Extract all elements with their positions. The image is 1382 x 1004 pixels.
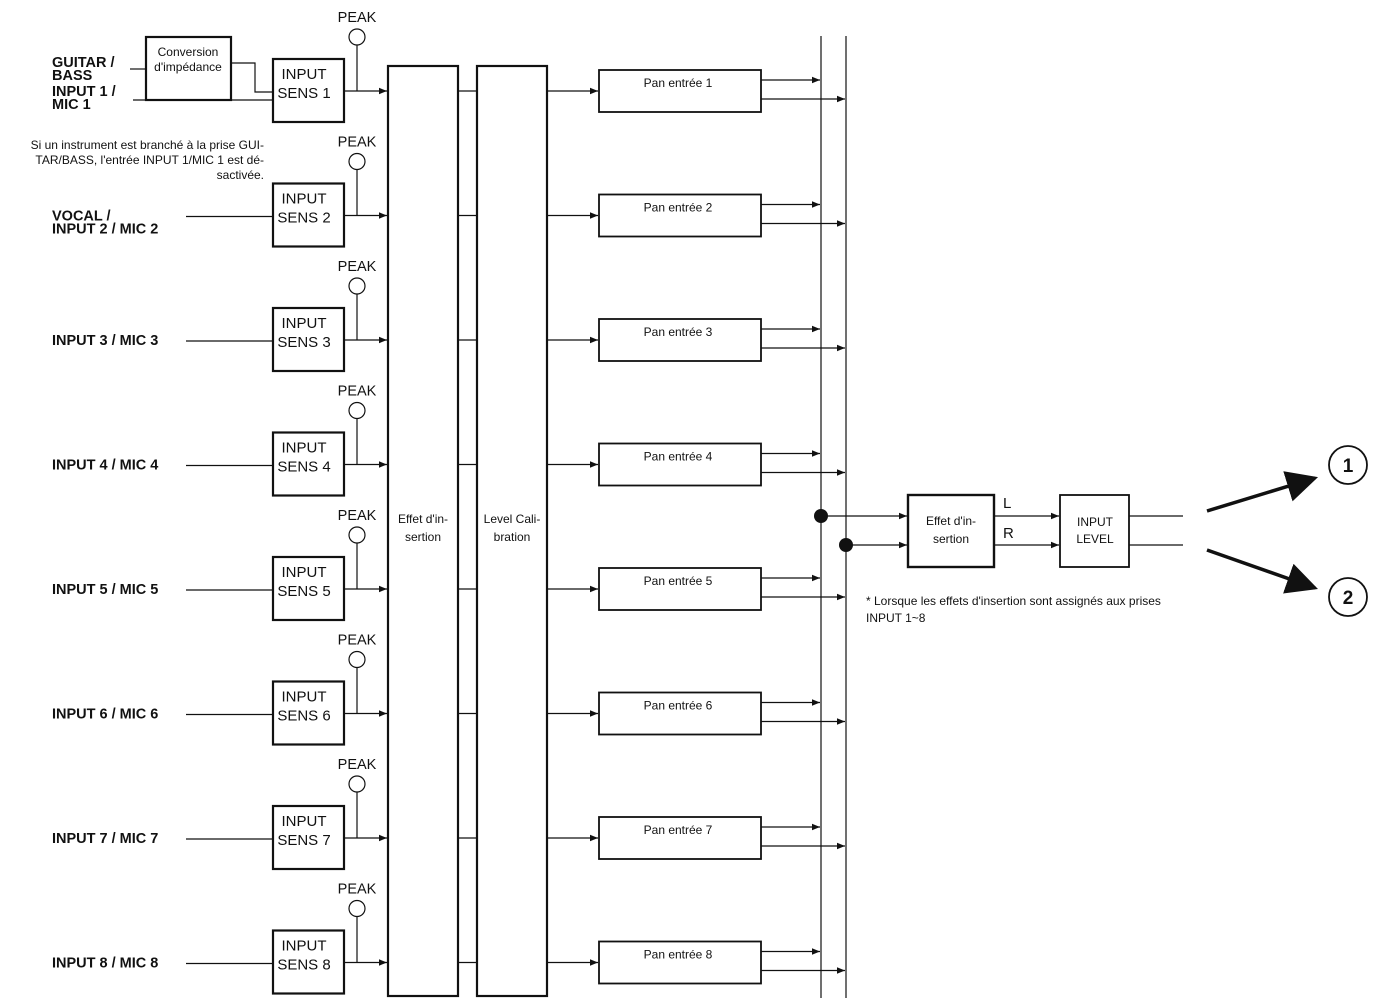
peak-label-3: PEAK xyxy=(338,259,377,275)
output-circle-2 xyxy=(1328,577,1368,617)
pan-box-5 xyxy=(598,567,762,611)
guitar-label-line1: GUITAR / xyxy=(52,55,115,71)
output-arrow-1 xyxy=(1206,471,1319,513)
conversion-label-line1: Conversion xyxy=(158,45,219,59)
level-calibration-block xyxy=(475,64,549,998)
pan-label-3: Pan entrée 3 xyxy=(644,325,713,339)
input-label-1-line2: MIC 1 xyxy=(52,97,91,113)
bus-junction-dot-r xyxy=(839,538,853,552)
pan-label-2: Pan entrée 2 xyxy=(644,201,713,215)
input-label-5: INPUT 5 / MIC 5 xyxy=(52,582,158,598)
pan-box-6 xyxy=(598,691,762,736)
input-sens-label-7-line2: SENS 7 xyxy=(277,832,330,849)
pan-label-7: Pan entrée 7 xyxy=(644,823,713,837)
input-sens-label-5-line1: INPUT xyxy=(282,564,327,581)
input-sens-label-1-line2: SENS 1 xyxy=(277,85,330,102)
input-sens-label-6-line2: SENS 6 xyxy=(277,708,330,725)
pan-label-4: Pan entrée 4 xyxy=(644,450,713,464)
input-sens-label-1-line1: INPUT xyxy=(282,66,327,83)
peak-label-8: PEAK xyxy=(338,882,377,898)
peak-led-8 xyxy=(348,899,366,918)
output-number-1: 1 xyxy=(1343,456,1354,477)
input-level-label-line2: LEVEL xyxy=(1076,532,1114,546)
input-sens-label-7-line1: INPUT xyxy=(282,813,327,830)
channel-1: INPUT 1 /MIC 1 INPUT SENS 1 PEAK Pan entrée … xyxy=(52,10,845,124)
output-arrow-2 xyxy=(1206,548,1318,594)
input-sens-label-4-line2: SENS 4 xyxy=(277,459,330,476)
channel-7: INPUT 7 / MIC 7 INPUT SENS 7 PEAK Pan entrée… xyxy=(52,757,845,871)
input-sens-label-5-line2: SENS 5 xyxy=(277,583,330,600)
input-sens-label-6-line1: INPUT xyxy=(282,689,327,706)
input-sens-label-3-line1: INPUT xyxy=(282,315,327,332)
input-sens-label-8-line1: INPUT xyxy=(282,938,327,955)
pan-label-6: Pan entrée 6 xyxy=(644,699,713,713)
pan-box-7 xyxy=(598,816,762,860)
pan-box-1 xyxy=(598,69,762,113)
channel-4: INPUT 4 / MIC 4 INPUT SENS 4 PEAK Pan entrée… xyxy=(52,384,845,497)
pan-box-8 xyxy=(598,940,762,985)
input-label-1-line1: INPUT 1 / xyxy=(52,84,116,100)
guitar-label-line2: BASS xyxy=(52,68,93,84)
guitar-note-line1: Si un instrument est branché à la prise … xyxy=(31,138,264,152)
input-sens-label-3-line2: SENS 3 xyxy=(277,334,330,351)
output-circle-1 xyxy=(1328,445,1368,485)
peak-led-5 xyxy=(348,526,366,544)
peak-led-4 xyxy=(348,401,366,420)
peak-label-6: PEAK xyxy=(338,633,377,649)
bus-junction-dot-l xyxy=(814,509,828,523)
input-label-3: INPUT 3 / MIC 3 xyxy=(52,333,158,349)
peak-led-6 xyxy=(348,650,366,669)
insert-effect-block xyxy=(386,64,460,998)
channel-l-label: L xyxy=(1003,495,1011,512)
peak-led-2 xyxy=(348,152,366,171)
input-label-4: INPUT 4 / MIC 4 xyxy=(52,458,158,474)
input-level-box xyxy=(1059,494,1130,568)
input-sens-label-8-line2: SENS 8 xyxy=(277,957,330,974)
peak-led-1 xyxy=(348,28,366,46)
input-sens-label-2-line1: INPUT xyxy=(282,191,327,208)
conversion-label-line2: d'impédance xyxy=(154,60,222,74)
peak-led-7 xyxy=(348,775,366,793)
output-number-2: 2 xyxy=(1343,588,1354,609)
pan-label-1: Pan entrée 1 xyxy=(644,76,713,90)
peak-label-7: PEAK xyxy=(338,757,377,773)
level-calibration-label-line1: Level Cali- xyxy=(484,512,541,526)
level-calibration-label-line2: bration xyxy=(494,530,531,544)
input-sens-label-4-line1: INPUT xyxy=(282,440,327,457)
output-insert-effect-box xyxy=(906,493,996,569)
input-label-7: INPUT 7 / MIC 7 xyxy=(52,831,158,847)
channel-8: INPUT 8 / MIC 8 INPUT SENS 8 PEAK Pan entrée… xyxy=(52,882,845,995)
insert-effect-label-line2: sertion xyxy=(405,530,441,544)
channel-2: VOCAL /INPUT 2 / MIC 2 INPUT SENS 2 PEAK Pan… xyxy=(52,135,845,248)
output-insert-effect-label-line1: Effet d'in- xyxy=(926,514,976,528)
peak-label-5: PEAK xyxy=(338,508,377,524)
pan-box-2 xyxy=(598,193,762,238)
footnote-line2: INPUT 1~8 xyxy=(866,611,926,625)
channel-6: INPUT 6 / MIC 6 INPUT SENS 6 PEAK Pan entrée… xyxy=(52,633,845,746)
peak-label-4: PEAK xyxy=(338,384,377,400)
pan-label-8: Pan entrée 8 xyxy=(644,948,713,962)
pan-label-5: Pan entrée 5 xyxy=(644,574,713,588)
channel-3: INPUT 3 / MIC 3 INPUT SENS 3 PEAK Pan entrée… xyxy=(52,259,845,373)
output-insert-effect-label-line2: sertion xyxy=(933,532,969,546)
pan-box-3 xyxy=(598,318,762,362)
input-label-8: INPUT 8 / MIC 8 xyxy=(52,956,158,972)
guitar-note-line2: TAR/BASS, l'entrée INPUT 1/MIC 1 est dé- xyxy=(35,153,264,167)
pan-box-4 xyxy=(598,442,762,487)
input-label-2-line1: VOCAL / xyxy=(52,209,111,225)
footnote-line1: * Lorsque les effets d'insertion sont as… xyxy=(866,594,1161,608)
input-label-2-line2: INPUT 2 / MIC 2 xyxy=(52,222,158,238)
channel-5: INPUT 5 / MIC 5 INPUT SENS 5 PEAK Pan entrée… xyxy=(52,508,845,622)
channel-r-label: R xyxy=(1003,525,1014,542)
input-label-6: INPUT 6 / MIC 6 xyxy=(52,707,158,723)
input-level-label-line1: INPUT xyxy=(1077,515,1114,529)
peak-label-1: PEAK xyxy=(338,10,377,26)
insert-effect-label-line1: Effet d'in- xyxy=(398,512,448,526)
peak-led-3 xyxy=(348,277,366,295)
input-sens-label-2-line2: SENS 2 xyxy=(277,210,330,227)
peak-label-2: PEAK xyxy=(338,135,377,151)
guitar-note-line3: sactivée. xyxy=(217,168,264,182)
